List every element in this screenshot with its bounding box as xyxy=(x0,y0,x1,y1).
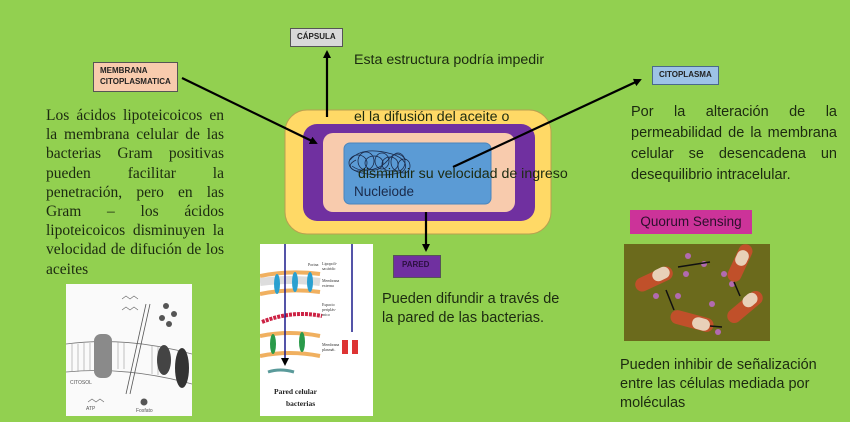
plasma-membrane-label-2: plasmát. xyxy=(322,347,335,352)
pared-label: PARED xyxy=(393,255,441,278)
porin-label: Porina xyxy=(308,262,319,267)
membrane-figure-drawing: CITOSOL ATP Fosfato xyxy=(66,295,192,414)
bacterium-icon xyxy=(727,244,753,282)
lps-label-2: sacárido xyxy=(322,266,335,271)
wall-caption-line2: bacterias xyxy=(286,399,315,408)
nucleoid-icon xyxy=(348,150,411,176)
wall-caption-line1: Pared celular xyxy=(274,387,318,396)
outer-membrane-label-2: externa xyxy=(322,283,334,288)
transporter-icon xyxy=(157,345,171,375)
wall-figure-drawing: Porina Lipopoli- sacárido Membrana exter… xyxy=(260,244,358,408)
cytosol-label: CITOSOL xyxy=(70,380,92,386)
capsula-label: CÁPSULA xyxy=(290,28,343,47)
capsula-note: Esta estructura podría impedir el la dif… xyxy=(354,13,568,203)
plasma-membrane-label: Membrana xyxy=(322,342,340,347)
arrow-citoplasma xyxy=(452,78,642,168)
periplasm-label-2: periplás- xyxy=(322,307,337,312)
bacterium-icon xyxy=(727,291,763,323)
quorum-note: Pueden inhibir de señalización entre las… xyxy=(620,357,817,411)
membrane-figure: CITOSOL ATP Fosfato xyxy=(66,284,192,416)
capsula-note-line: el la difusión del aceite o xyxy=(354,109,510,125)
pared-note: Pueden difundir a través de la pared de … xyxy=(382,291,560,326)
phosphate-label: Fosfato xyxy=(136,408,153,414)
periplasm-label: Espacio xyxy=(322,302,335,307)
bacterium-icon xyxy=(670,310,714,332)
quorum-drawing xyxy=(635,244,763,335)
citoplasma-label: CITOPLASMA xyxy=(652,66,719,85)
membrana-note: Los ácidos lipoteicoicos en la membrana … xyxy=(46,107,224,278)
lps-label: Lipopoli- xyxy=(322,261,338,266)
bacterium-icon xyxy=(635,266,673,292)
capsula-note-line: disminuir su velocidad de ingreso xyxy=(354,166,568,182)
quorum-sensing-label: Quorum Sensing xyxy=(630,210,752,234)
outer-membrane-label: Membrana xyxy=(322,278,340,283)
arrow-membrana xyxy=(181,77,318,144)
nucleoid-label: Nucleiode xyxy=(354,184,415,199)
atp-label: ATP xyxy=(86,406,96,412)
bacterial-wall-figure: Porina Lipopoli- sacárido Membrana exter… xyxy=(260,244,373,416)
periplasm-label-3: mico xyxy=(322,312,330,317)
capsula-note-line: Esta estructura podría impedir xyxy=(354,52,545,68)
channel-protein-icon xyxy=(94,334,112,378)
membrana-label-line2: CITOPLASMATICA xyxy=(100,76,171,86)
membrana-label-line1: MEMBRANA xyxy=(100,66,148,75)
citoplasma-note: Por la alteración de la permeabilidad de… xyxy=(631,104,837,183)
membrana-label: MEMBRANA CITOPLASMATICA xyxy=(93,62,178,92)
quorum-sensing-image xyxy=(624,244,770,341)
